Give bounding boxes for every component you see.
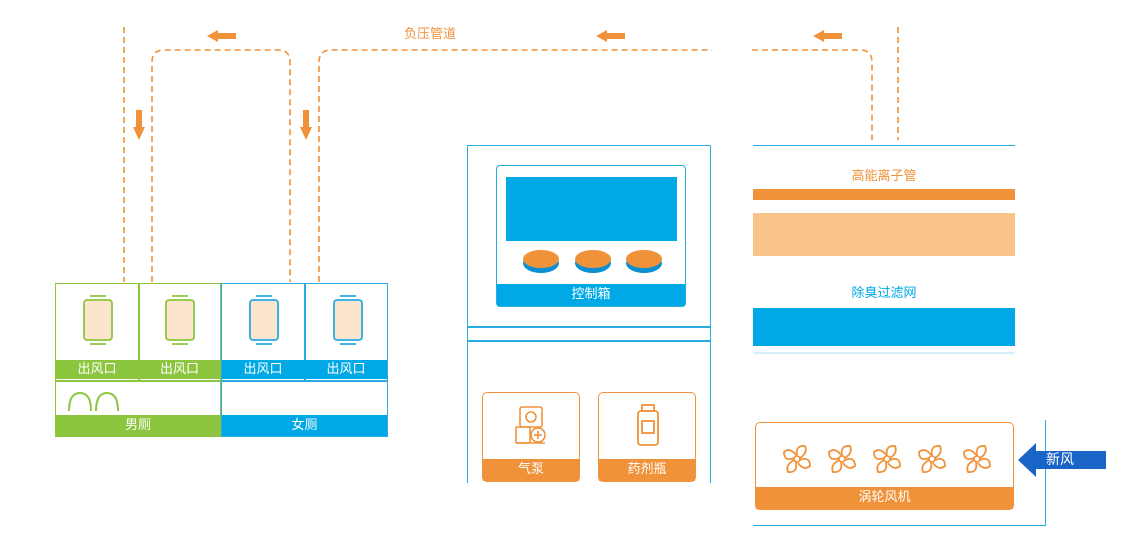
ion-tube	[753, 189, 1015, 200]
turbine-outer-frame	[753, 420, 1046, 526]
flow-arrows	[133, 30, 842, 140]
vent-outlet-icon	[68, 295, 195, 412]
control-box: 控制箱	[496, 165, 686, 307]
fresh-air-inlet: 新风	[1018, 443, 1106, 477]
outlet-label: 出风口	[159, 362, 199, 377]
display-screen	[506, 177, 677, 241]
fresh-air-label: 新风	[1046, 452, 1074, 468]
mens-restroom-unit: 出风口 出风口 男厕	[55, 283, 221, 437]
womens-restroom-label: 女厕	[291, 418, 318, 433]
left-arrow-icon	[1018, 443, 1106, 477]
ion-tube-band	[753, 213, 1015, 256]
control-button-icon	[523, 250, 662, 273]
deodorizing-filter	[753, 308, 1015, 346]
air-pump-label: 气泵	[517, 462, 544, 477]
bottle-icon	[637, 404, 659, 446]
mens-restroom-label: 男厕	[124, 418, 151, 433]
control-box-label: 控制箱	[571, 287, 611, 302]
filter-housing: 高能离子管 除臭过滤网	[753, 145, 1015, 354]
reagent-bottle: 药剂瓶	[598, 392, 696, 482]
deodorizing-filter-label: 除臭过滤网	[851, 286, 917, 301]
vent-outlet-icon	[249, 295, 363, 345]
reagent-bottle-label: 药剂瓶	[627, 462, 667, 477]
outlet-label: 出风口	[326, 362, 366, 377]
urinal-icon	[68, 391, 119, 412]
duct-label: 负压管道	[404, 27, 457, 42]
turbine-fan-label: 涡轮风机	[858, 490, 911, 505]
outlet-label: 出风口	[77, 362, 117, 377]
turbine-fan: 涡轮风机	[755, 422, 1014, 510]
air-pump: 气泵	[482, 392, 580, 482]
ion-tube-label: 高能离子管	[851, 169, 917, 184]
outlet-label: 出风口	[243, 362, 283, 377]
central-cabinet	[467, 145, 711, 483]
air-pump-icon	[515, 406, 546, 444]
womens-restroom-unit: 出风口 出风口 女厕	[221, 283, 388, 437]
